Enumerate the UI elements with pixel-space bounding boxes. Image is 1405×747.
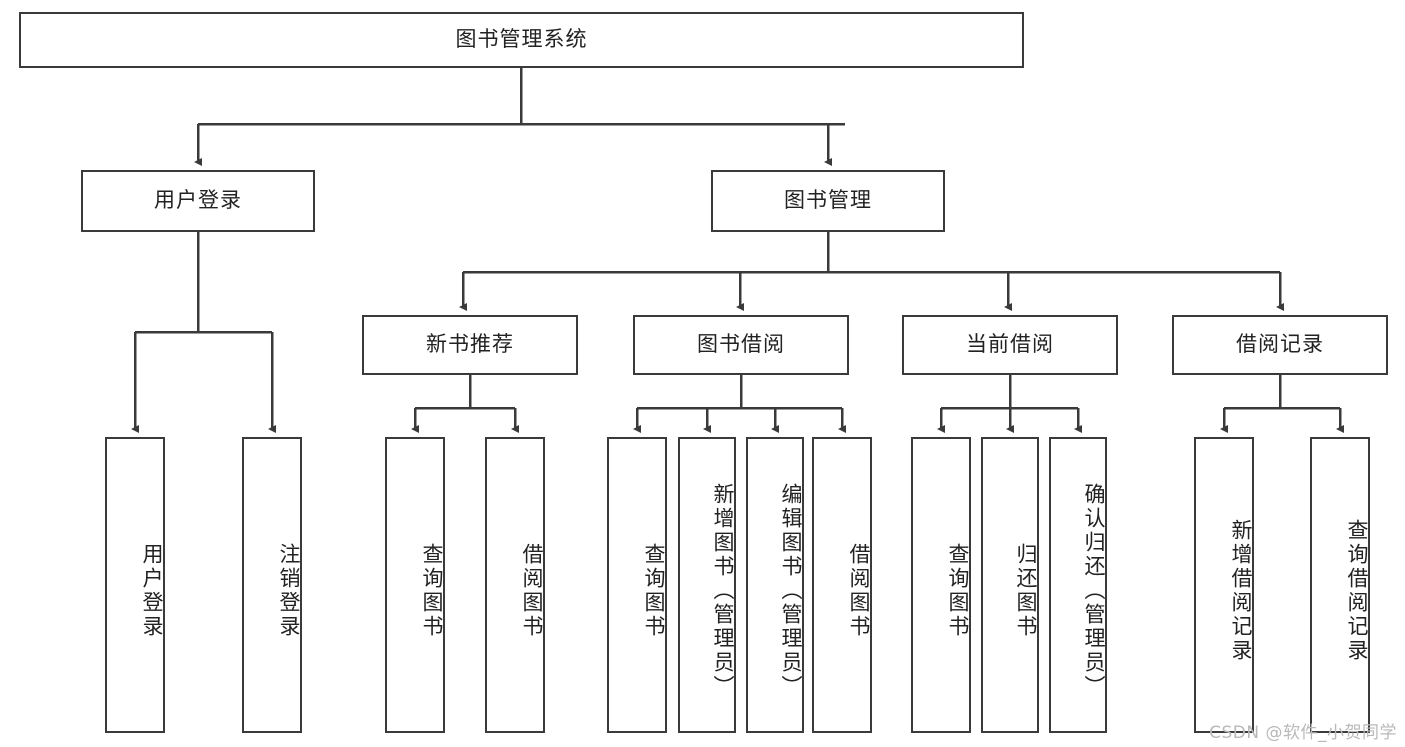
leaf-user-login-login[interactable]: 用户登录 — [105, 437, 165, 733]
node-label: 编辑图书（管理员） — [779, 483, 803, 699]
leaf-new-book-borrow[interactable]: 借阅图书 — [485, 437, 545, 733]
leaf-new-book-query[interactable]: 查询图书 — [385, 437, 445, 733]
node-label: 归还图书 — [1014, 543, 1038, 639]
leaf-book-borrow-borrow[interactable]: 借阅图书 — [812, 437, 872, 733]
leaf-user-login-logout[interactable]: 注销登录 — [242, 437, 302, 733]
node-label: 查询借阅记录 — [1345, 519, 1369, 663]
node-label: 借阅记录 — [1236, 332, 1324, 357]
node-label: 查询图书 — [946, 543, 970, 639]
leaf-book-borrow-query[interactable]: 查询图书 — [607, 437, 667, 733]
node-label: 新增借阅记录 — [1229, 519, 1253, 663]
node-label: 确认归还（管理员） — [1082, 483, 1106, 699]
leaf-current-borrow-confirm-admin[interactable]: 确认归还（管理员） — [1049, 437, 1107, 733]
leaf-book-borrow-add-admin[interactable]: 新增图书（管理员） — [678, 437, 736, 733]
node-label: 查询图书 — [642, 543, 666, 639]
node-borrow-record[interactable]: 借阅记录 — [1172, 315, 1388, 375]
node-label: 用户登录 — [140, 543, 164, 639]
node-book-borrow[interactable]: 图书借阅 — [633, 315, 849, 375]
node-label: 借阅图书 — [847, 543, 871, 639]
node-new-book-recommend[interactable]: 新书推荐 — [362, 315, 578, 375]
node-label: 注销登录 — [277, 543, 301, 639]
node-label: 图书借阅 — [697, 332, 785, 357]
leaf-current-borrow-query[interactable]: 查询图书 — [911, 437, 971, 733]
node-label: 查询图书 — [420, 543, 444, 639]
leaf-current-borrow-return[interactable]: 归还图书 — [981, 437, 1039, 733]
node-label: 新增图书（管理员） — [711, 483, 735, 699]
leaf-book-borrow-edit-admin[interactable]: 编辑图书（管理员） — [746, 437, 804, 733]
node-label: 图书管理系统 — [455, 27, 588, 52]
node-label: 图书管理 — [784, 188, 872, 213]
node-book-management[interactable]: 图书管理 — [711, 170, 945, 232]
leaf-borrow-record-query[interactable]: 查询借阅记录 — [1310, 437, 1370, 733]
node-label: 用户登录 — [154, 188, 242, 213]
leaf-borrow-record-add[interactable]: 新增借阅记录 — [1194, 437, 1254, 733]
node-label: 当前借阅 — [966, 332, 1054, 357]
node-root-book-management-system[interactable]: 图书管理系统 — [19, 12, 1024, 68]
node-label: 新书推荐 — [426, 332, 514, 357]
node-label: 借阅图书 — [520, 543, 544, 639]
node-user-login[interactable]: 用户登录 — [81, 170, 315, 232]
node-current-borrow[interactable]: 当前借阅 — [902, 315, 1118, 375]
csdn-watermark: CSDN @软件_小贺同学 — [1209, 723, 1397, 743]
